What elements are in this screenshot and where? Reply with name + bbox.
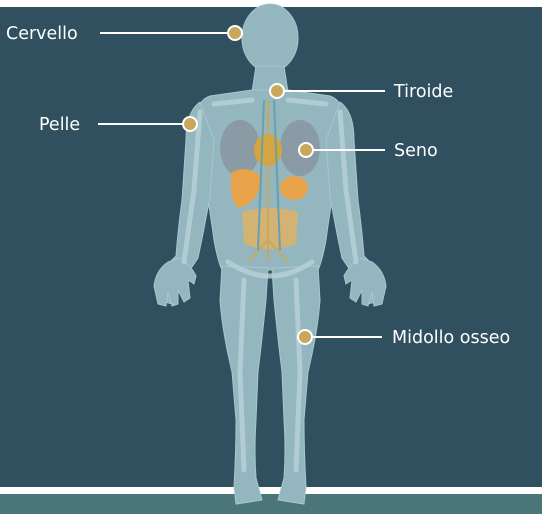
label-brain: Cervello <box>6 24 78 44</box>
skin-marker <box>183 117 197 131</box>
brain-marker <box>228 26 242 40</box>
head <box>242 4 298 72</box>
bone-marrow-marker <box>298 330 312 344</box>
label-bone-marrow: Midollo osseo <box>392 328 510 348</box>
breast-marker <box>299 143 313 157</box>
label-thyroid: Tiroide <box>393 82 453 102</box>
label-skin: Pelle <box>39 115 80 135</box>
label-breast: Seno <box>394 141 438 161</box>
bottom-band <box>0 494 542 514</box>
stomach <box>280 176 308 200</box>
left-lung <box>220 120 260 176</box>
thyroid-marker <box>270 84 284 98</box>
